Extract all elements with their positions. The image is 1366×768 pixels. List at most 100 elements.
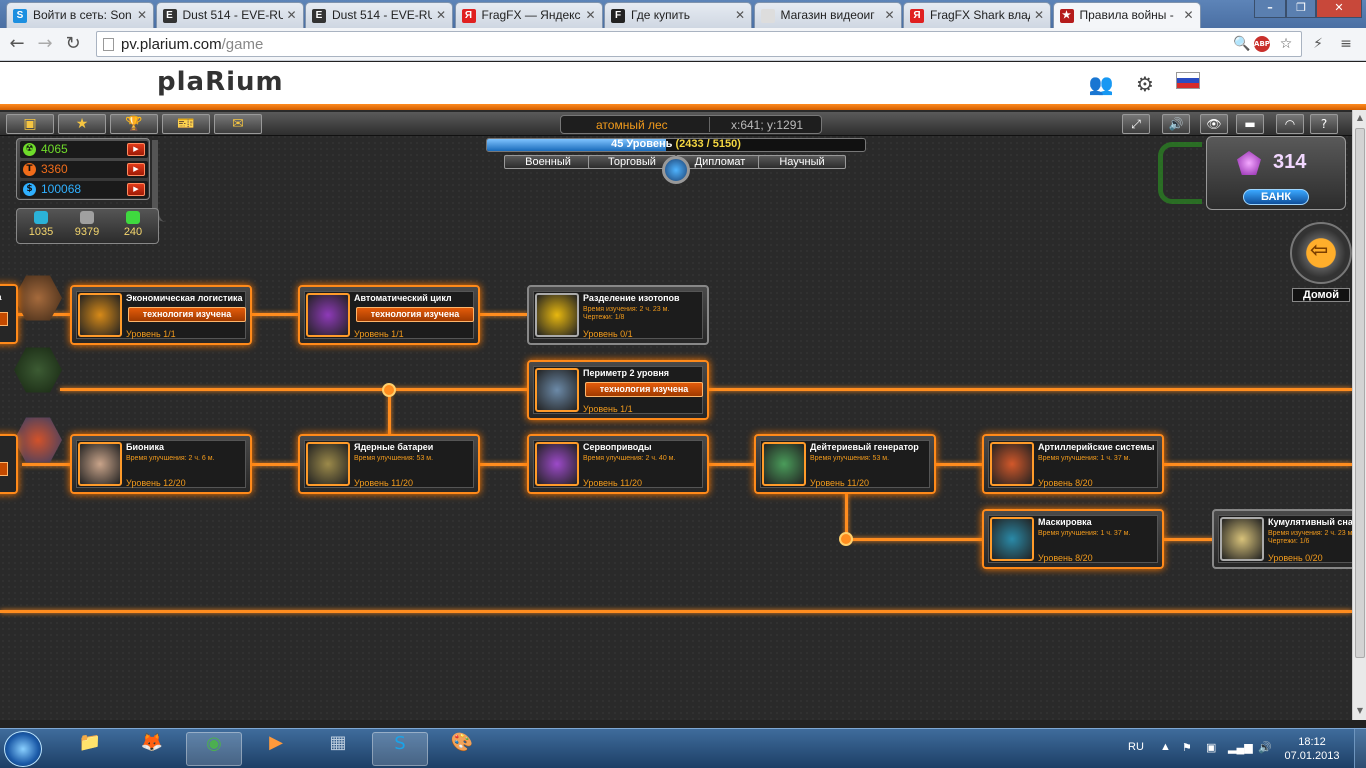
language-flag-button[interactable]: ▬ xyxy=(1236,114,1264,134)
tech-node[interactable]: Кумулятивный снарядВремя изучения: 2 ч. … xyxy=(1212,509,1352,569)
level-chevron-icon[interactable] xyxy=(662,156,690,184)
menu-wrench-icon[interactable]: ≡ xyxy=(1340,36,1352,52)
close-window-button[interactable]: ✕ xyxy=(1316,0,1362,18)
page-scrollbar[interactable]: ▲ ▼ xyxy=(1352,110,1366,720)
russian-flag-icon[interactable] xyxy=(1176,72,1200,89)
volume-icon[interactable]: 🔊 xyxy=(1258,742,1272,754)
friends-icon[interactable]: 👥 xyxy=(1088,72,1114,96)
close-tab-icon[interactable]: ✕ xyxy=(1183,8,1194,22)
taskbar-app[interactable]: 🎨 xyxy=(434,732,490,766)
taskbar-app[interactable]: 📁 xyxy=(62,732,118,766)
home-label[interactable]: Домой xyxy=(1292,288,1350,302)
home-button[interactable]: ⇦ xyxy=(1290,222,1352,284)
close-tab-icon[interactable]: ✕ xyxy=(1033,8,1044,22)
eve-icon: E xyxy=(162,9,177,23)
taskbar-app[interactable]: ◉ xyxy=(186,732,242,766)
signal-strength-icon[interactable]: ▂▄▆ xyxy=(1228,742,1253,754)
plarium-logo[interactable]: plaRium xyxy=(157,67,284,97)
back-button[interactable]: ← xyxy=(9,33,25,54)
video-button[interactable]: ▣ xyxy=(6,114,54,134)
close-tab-icon[interactable]: ✕ xyxy=(884,8,895,22)
mail-button[interactable]: ✉ xyxy=(214,114,262,134)
browser-tab[interactable]: ★Правила войны -✕ xyxy=(1052,2,1201,29)
defense-branch-hex-icon[interactable] xyxy=(14,347,62,393)
ratings-button[interactable]: 🏆 xyxy=(110,114,158,134)
taskbar-app[interactable]: ▶ xyxy=(248,732,304,766)
tech-time: Время улучшения: 2 ч. 40 м. xyxy=(583,455,676,462)
yandex-icon: Я xyxy=(910,9,924,23)
scroll-up-icon[interactable]: ▲ xyxy=(1356,113,1364,122)
scroll-down-icon[interactable]: ▼ xyxy=(1356,706,1364,715)
military-branch-hex-icon[interactable] xyxy=(14,417,62,463)
taskbar-app[interactable]: S xyxy=(372,732,428,766)
minimize-button[interactable]: – xyxy=(1254,0,1286,18)
flag-icon[interactable]: ⚑ xyxy=(1182,742,1192,754)
buy-resource-button[interactable]: ▶ xyxy=(127,143,145,156)
buy-resource-button[interactable]: ▶ xyxy=(127,163,145,176)
tech-icon xyxy=(990,442,1034,486)
bookmark-star-icon[interactable]: ☆ xyxy=(1279,36,1293,52)
tray-arrow-icon[interactable]: ▲ xyxy=(1160,741,1171,753)
tab-diplomat[interactable]: Дипломат xyxy=(676,155,764,169)
url-field[interactable]: pv.plarium.com/game xyxy=(96,31,1302,57)
buy-resource-button[interactable]: ▶ xyxy=(127,183,145,196)
close-tab-icon[interactable]: ✕ xyxy=(734,8,745,22)
location-bar[interactable]: атомный лес x:641; y:1291 xyxy=(560,115,822,134)
taskbar-app[interactable]: 🦊 xyxy=(124,732,180,766)
reload-button[interactable]: ↻ xyxy=(65,33,81,54)
forward-button[interactable]: → xyxy=(37,33,53,54)
close-tab-icon[interactable]: ✕ xyxy=(435,8,446,22)
start-button[interactable] xyxy=(4,731,42,767)
system-clock[interactable]: 18:12 07.01.2013 xyxy=(1282,735,1342,763)
network-icon[interactable]: ▣ xyxy=(1206,742,1217,754)
sound-button[interactable]: 🔊 xyxy=(1162,114,1190,134)
signal-button[interactable]: ◠ xyxy=(1276,114,1304,134)
maximize-button[interactable]: ❐ xyxy=(1286,0,1316,18)
scrollbar-thumb[interactable] xyxy=(1355,128,1365,658)
taskbar-app[interactable]: ▦ xyxy=(310,732,366,766)
tab-science[interactable]: Научный xyxy=(758,155,846,169)
bonus-ticket-button[interactable]: 🎫 xyxy=(162,114,210,134)
tech-name: Периметр 2 уровня xyxy=(583,368,670,378)
tab-title: Магазин видеоиг xyxy=(780,8,875,22)
gear-icon[interactable]: ⚙ xyxy=(1136,72,1154,96)
tech-node-partial[interactable] xyxy=(0,434,18,494)
tab-military[interactable]: Военный xyxy=(504,155,592,169)
language-indicator[interactable]: RU xyxy=(1128,741,1144,753)
close-tab-icon[interactable]: ✕ xyxy=(286,8,297,22)
browser-tab[interactable]: Магазин видеоиг ✕ xyxy=(753,2,902,28)
tab-trade[interactable]: Торговый xyxy=(588,155,676,169)
tech-icon xyxy=(990,517,1034,561)
extension-bolt-icon[interactable]: ⚡ xyxy=(1313,36,1323,52)
close-tab-icon[interactable]: ✕ xyxy=(136,8,147,22)
adblock-icon[interactable]: ABP xyxy=(1254,36,1270,52)
help-button[interactable]: ? xyxy=(1310,114,1338,134)
zoom-icon[interactable]: 🔍 xyxy=(1233,36,1251,52)
show-desktop-button[interactable] xyxy=(1354,729,1366,768)
close-tab-icon[interactable]: ✕ xyxy=(585,8,596,22)
view-eye-button[interactable]: 👁 xyxy=(1200,114,1228,134)
favorites-button[interactable]: ★ xyxy=(58,114,106,134)
tech-node-partial[interactable]: ка xyxy=(0,284,18,344)
fullscreen-button[interactable]: ⤢ xyxy=(1122,114,1150,134)
plarium-icon: ★ xyxy=(1059,9,1074,23)
bank-button[interactable]: БАНК xyxy=(1243,189,1309,205)
